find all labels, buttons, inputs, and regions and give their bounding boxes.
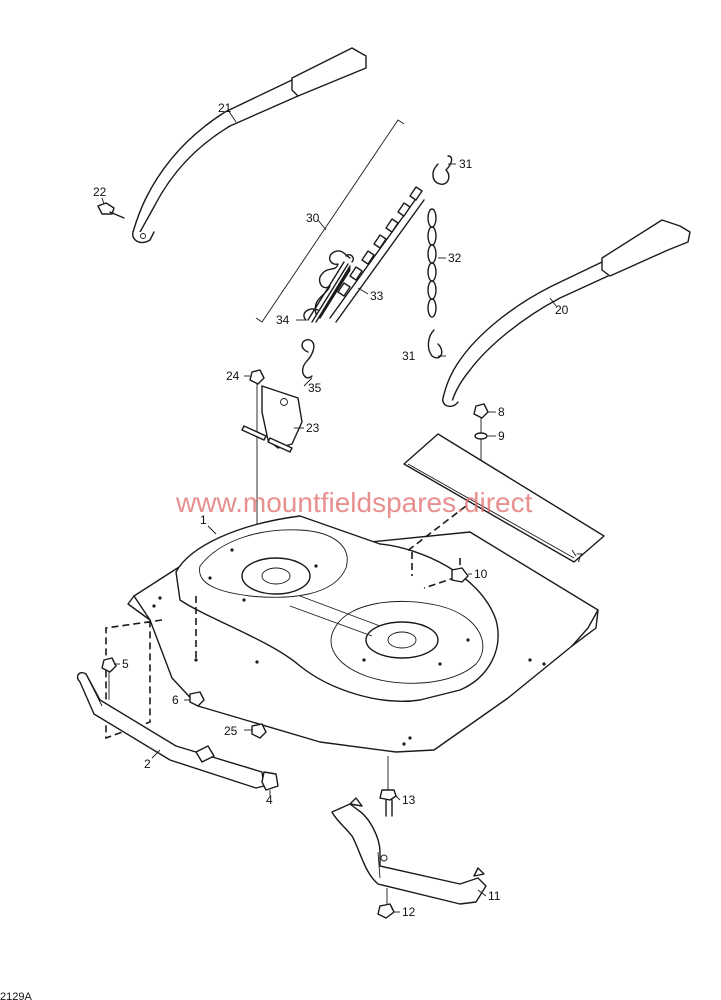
- callout-6: 6: [172, 693, 179, 707]
- part-7-guard-plate: [403, 433, 605, 563]
- part-1-deck-housing: [127, 515, 599, 753]
- callout-33: 33: [370, 289, 384, 303]
- part-4-cap: [261, 771, 279, 791]
- callout-7: 7: [576, 551, 583, 565]
- part-35-s-hook: [301, 339, 315, 379]
- part-31-hook-bottom: [427, 329, 443, 359]
- callout-31-bottom: 31: [402, 349, 416, 363]
- callout-11: 11: [488, 889, 501, 903]
- part-30-assembly-bracket: [255, 119, 405, 323]
- callout-22: 22: [93, 185, 107, 199]
- part-33-link-chain: [329, 186, 425, 323]
- part-5-bolt: [101, 657, 117, 700]
- callout-30: 30: [306, 211, 320, 225]
- callout-13: 13: [402, 793, 416, 807]
- callout-leaders: [101, 109, 577, 913]
- callout-8: 8: [498, 405, 505, 419]
- part-20-hanger-arm: [442, 219, 691, 408]
- part-13-bolt: [379, 756, 397, 817]
- callout-25: 25: [224, 724, 238, 738]
- part-10-nut: [451, 567, 469, 583]
- drawing-code: 2129A: [0, 991, 32, 1000]
- callout-5: 5: [122, 657, 129, 671]
- callout-24: 24: [226, 369, 240, 383]
- part-31-hook-top: [432, 155, 453, 185]
- part-34-spring: [303, 250, 355, 323]
- callout-20: 20: [555, 303, 569, 317]
- callout-21: 21: [218, 101, 232, 115]
- callout-23: 23: [306, 421, 320, 435]
- part-22-bolt: [97, 202, 125, 219]
- callout-10: 10: [474, 567, 488, 581]
- part-6-nut: [189, 691, 205, 707]
- part-2-front-bar: [76, 672, 265, 789]
- part-25-nut: [251, 723, 267, 739]
- callout-1: 1: [200, 513, 207, 527]
- part-23-bracket: [241, 385, 303, 453]
- part-21-hanger-arm: [132, 47, 367, 244]
- callout-32: 32: [448, 251, 462, 265]
- callout-9: 9: [498, 429, 505, 443]
- callout-31-top: 31: [459, 157, 473, 171]
- watermark-text: www.mountfieldspares.direct: [175, 487, 533, 518]
- part-32-vertical-chain: [427, 208, 437, 318]
- part-11-rear-support: [331, 797, 487, 905]
- part-9-washer: [474, 432, 488, 440]
- callout-34: 34: [276, 313, 290, 327]
- callout-2: 2: [144, 757, 151, 771]
- callout-35: 35: [308, 381, 322, 395]
- part-12-bolt: [377, 888, 395, 919]
- callout-12: 12: [402, 905, 416, 919]
- callout-labels: 21 22 30 31 32 33 34 31 35 20 24 23 8 9 …: [93, 101, 583, 919]
- callout-4: 4: [266, 793, 273, 807]
